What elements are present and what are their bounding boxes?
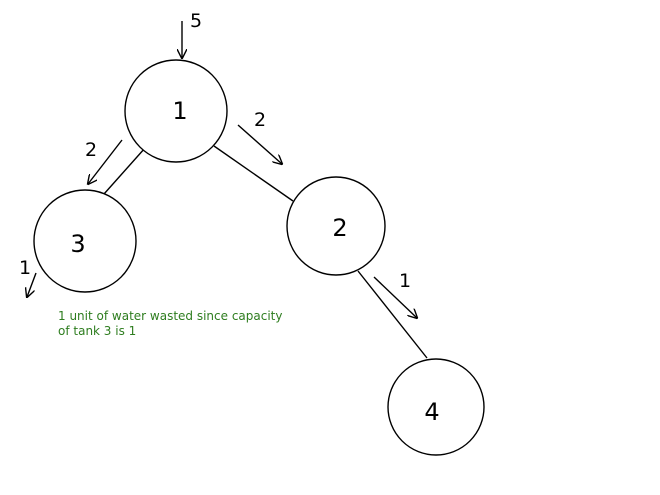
flow-label-1-2: 2	[254, 109, 266, 131]
node-4-label: 4	[424, 398, 439, 426]
node-3-circle	[33, 189, 137, 293]
outflow-arrow-3	[27, 272, 37, 297]
edge-1-3	[103, 147, 146, 195]
node-4: 4	[387, 358, 485, 456]
node-3-label: 3	[70, 230, 85, 258]
waste-note-line-1: 1 unit of water wasted since capacity	[58, 309, 282, 323]
flow-arrow-1-2	[237, 124, 282, 164]
flow-arrow-1-3	[88, 139, 123, 184]
flow-label-2-4: 1	[399, 270, 411, 292]
waste-note-line-2: of tank 3 is 1	[58, 324, 136, 338]
edge-2-4	[357, 270, 428, 359]
flow-arrow-2-4	[373, 276, 417, 318]
waste-note: 1 unit of water wasted since capacity of…	[58, 309, 282, 338]
node-1: 1	[124, 59, 228, 163]
inflow-label-1: 5	[190, 10, 202, 32]
node-2: 2	[286, 176, 386, 276]
flow-label-1-3: 2	[85, 139, 97, 161]
outflow-label-3: 1	[19, 257, 31, 279]
node-1-circle	[124, 59, 228, 163]
node-3: 3	[33, 189, 137, 293]
node-4-circle	[387, 358, 485, 456]
edge-1-2	[213, 145, 294, 202]
node-1-label: 1	[172, 97, 187, 125]
node-2-label: 2	[332, 214, 347, 242]
node-2-circle	[286, 176, 386, 276]
